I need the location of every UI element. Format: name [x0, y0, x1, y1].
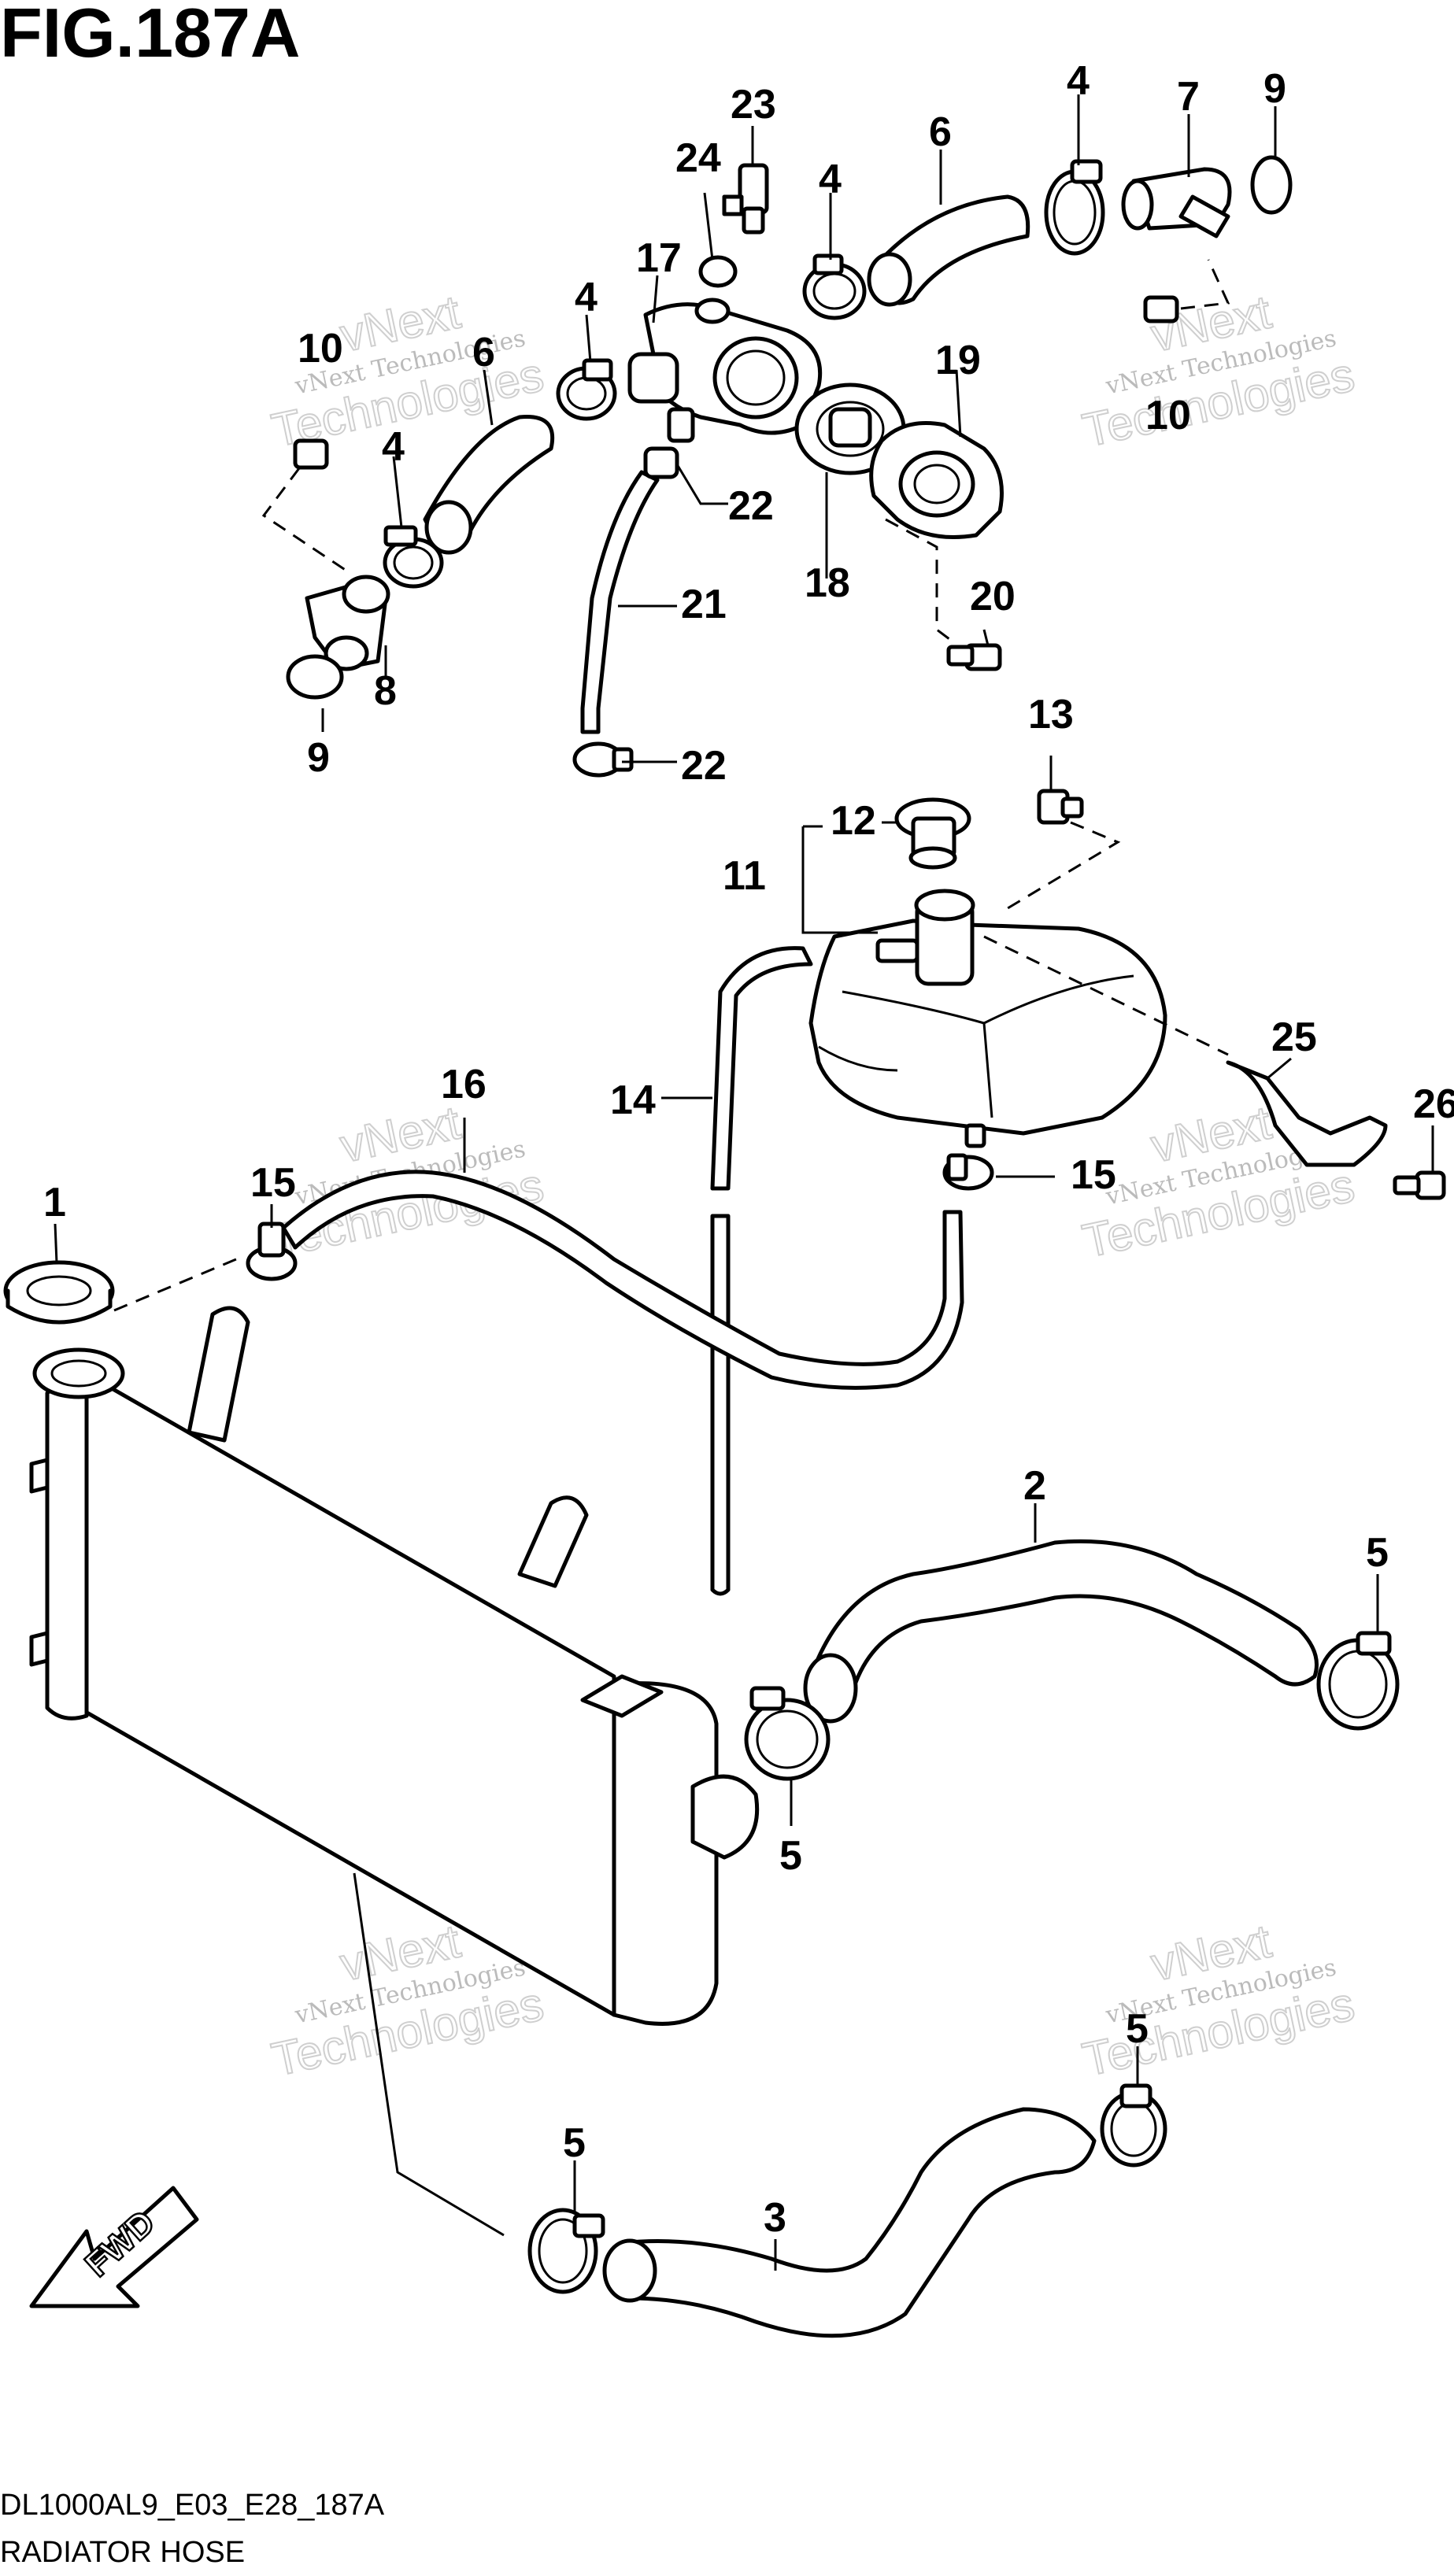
watermark-group-6: vNext vNext Technologies Technologies: [1078, 1913, 1360, 2086]
callout-7: 7: [1177, 74, 1200, 120]
callout-4-housing: 4: [575, 275, 598, 320]
callout-9-left: 9: [307, 735, 330, 781]
callout-20: 20: [970, 574, 1016, 619]
part-5-clamp-lower-left: [527, 2208, 605, 2294]
part-8-water-pipe-left: [305, 575, 390, 671]
callout-22-lower: 22: [681, 743, 727, 789]
part-7-water-pipe: [1121, 167, 1232, 238]
callout-4-left: 4: [382, 424, 405, 470]
callout-12: 12: [831, 798, 876, 844]
part-11-reservoir-tank: [801, 825, 1167, 1148]
part-9-o-ring-left: [286, 654, 344, 700]
callout-8: 8: [374, 668, 397, 714]
callout-15-left: 15: [250, 1160, 296, 1206]
part-2-radiator-hose-upper: [803, 1539, 1319, 1724]
part-4-clamp-upper-right: [1044, 159, 1105, 256]
part-4-clamp-housing: [556, 358, 617, 421]
callout-4-center: 4: [819, 157, 842, 202]
callout-15-right: 15: [1071, 1152, 1116, 1198]
callout-10-left: 10: [298, 326, 343, 371]
part-4-clamp-center: [802, 253, 867, 320]
callout-18: 18: [805, 560, 850, 606]
part-22-clamp-lower: [572, 741, 634, 778]
part-23-temperature-sensor: [722, 163, 769, 235]
callout-4-upper-right: 4: [1067, 58, 1090, 104]
part-10-bolt-right: [1143, 259, 1230, 323]
callout-3: 3: [764, 2195, 786, 2241]
callout-11: 11: [723, 853, 766, 899]
callout-13: 13: [1028, 692, 1074, 737]
callout-25: 25: [1271, 1015, 1317, 1060]
callout-16: 16: [441, 1062, 487, 1107]
callout-5-upper-left: 5: [779, 1833, 802, 1879]
callout-1: 1: [43, 1180, 66, 1225]
model-code: DL1000AL9_E03_E28_187A: [0, 2489, 385, 2522]
callout-9-right: 9: [1263, 66, 1286, 112]
callout-17: 17: [636, 235, 682, 281]
part-5-clamp-lower-right: [1100, 2083, 1167, 2168]
part-20-bolt: [885, 518, 1002, 671]
part-22-clamp-upper: [643, 446, 679, 479]
part-25-bracket: [983, 935, 1388, 1167]
fwd-direction-arrow: FWD: [29, 2186, 199, 2308]
callout-5-lower-left: 5: [563, 2120, 586, 2166]
part-26-bolt: [1393, 1170, 1446, 1200]
callout-6-left: 6: [472, 330, 495, 375]
figure-caption: RADIATOR HOSE: [0, 2536, 245, 2569]
callout-5-upper-right: 5: [1366, 1530, 1389, 1576]
part-19-thermostat-cover: [869, 369, 1004, 539]
part-6-hose-left: [423, 415, 555, 555]
figure-title: FIG.187A: [0, 0, 300, 72]
part-14-breather-hose: [710, 946, 813, 1596]
watermark-group-2: vNext vNext Technologies Technologies: [1078, 284, 1360, 457]
part-16-overflow-hose: [281, 1170, 964, 1390]
callout-6-right: 6: [929, 109, 952, 155]
part-5-clamp-upper-left: [744, 1686, 831, 1781]
part-10-bolt-left: [261, 438, 347, 572]
part-9-o-ring-right: [1250, 155, 1293, 215]
part-15-clamp-left: [246, 1221, 298, 1281]
part-21-small-hose: [580, 470, 660, 734]
part-17-thermostat-housing: [627, 298, 823, 443]
part-5-clamp-upper-right: [1316, 1631, 1400, 1731]
part-4-clamp-left: [383, 525, 444, 589]
callout-26: 26: [1413, 1081, 1454, 1127]
part-6-hose-right: [867, 194, 1030, 307]
callout-22-upper: 22: [728, 483, 774, 529]
callout-10-right: 10: [1145, 393, 1191, 438]
radiator-core: [29, 1306, 760, 2237]
part-15-clamp-right: [942, 1153, 994, 1191]
part-13-bolt: [999, 789, 1121, 915]
callout-2: 2: [1023, 1463, 1046, 1509]
callout-labels: 23 24 4 4 6 7 9 17 4 10 6 19 10 4 22 18 …: [43, 58, 1454, 2241]
leader-lines: [54, 94, 1434, 2271]
part-3-radiator-hose-lower: [602, 2107, 1097, 2338]
callout-19: 19: [935, 338, 981, 383]
part-1-radiator-cap: [3, 1258, 237, 1325]
part-24-o-ring: [698, 255, 738, 288]
callout-21: 21: [681, 582, 727, 627]
callout-23: 23: [731, 82, 776, 128]
part-12-reservoir-cap: [894, 797, 971, 870]
callout-24: 24: [675, 135, 721, 181]
callout-5-lower-right: 5: [1126, 2006, 1149, 2052]
callout-14: 14: [610, 1077, 656, 1123]
